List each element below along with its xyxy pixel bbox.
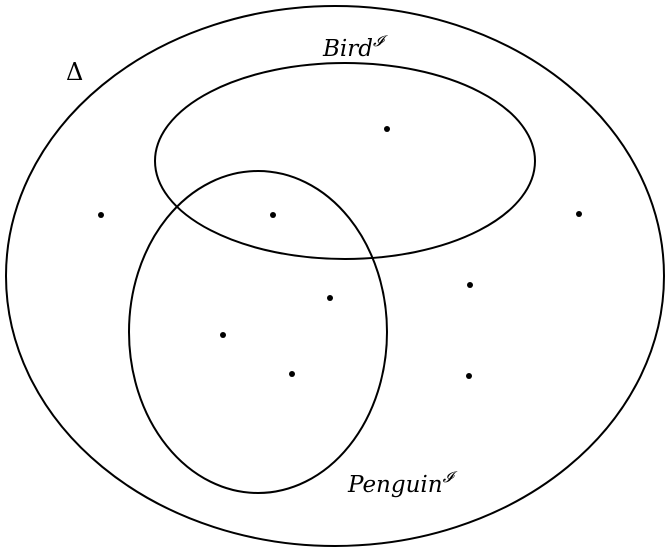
penguin-set-name: Penguin [347, 472, 443, 498]
domain-elements [98, 126, 582, 379]
bird-set-label: Bird𝓘 [322, 32, 388, 62]
bird-set-ellipse [154, 62, 536, 260]
domain-label: Δ [66, 58, 83, 86]
element-point [576, 211, 582, 217]
bird-set-superscript: 𝓘 [373, 32, 388, 50]
element-point [467, 282, 473, 288]
element-point [98, 212, 104, 218]
penguin-set-ellipse [128, 170, 388, 494]
element-point [327, 295, 333, 301]
penguin-set-superscript: 𝓘 [443, 468, 458, 486]
element-point [270, 212, 276, 218]
element-point [289, 371, 295, 377]
element-point [466, 373, 472, 379]
element-point [384, 126, 390, 132]
bird-set-name: Bird [322, 36, 373, 62]
penguin-set-label: Penguin𝓘 [347, 468, 458, 498]
domain-ellipse [5, 5, 665, 547]
element-point [220, 332, 226, 338]
